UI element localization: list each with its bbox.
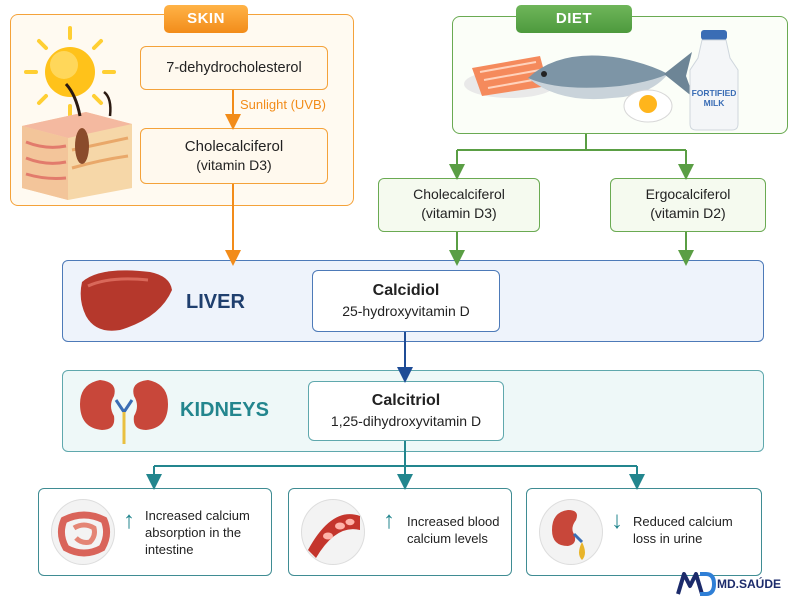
- precursor-box: 7-dehydrocholesterol: [140, 46, 328, 90]
- ergocalciferol-box: Ergocalciferol (vitamin D2): [610, 178, 766, 232]
- calcidiol-sub: 25-hydroxyvitamin D: [342, 303, 470, 319]
- ergocalciferol-name: Ergocalciferol: [645, 186, 731, 202]
- up-arrow-icon: ↑: [383, 507, 395, 534]
- diet-title: DIET: [516, 5, 632, 33]
- effect-blood-text: Increased blood calcium levels: [407, 514, 500, 546]
- up-arrow-icon: ↑: [123, 507, 135, 534]
- diet-cholecalciferol-name: Cholecalciferol: [413, 186, 505, 202]
- effect-urine-text: Reduced calcium loss in urine: [633, 514, 733, 546]
- calcitriol-name: Calcitriol: [371, 392, 441, 409]
- skin-cholecalciferol-box: Cholecalciferol (vitamin D3): [140, 128, 328, 184]
- ergocalciferol-sub: (vitamin D2): [650, 205, 726, 221]
- diet-cholecalciferol-box: Cholecalciferol (vitamin D3): [378, 178, 540, 232]
- diet-branch-line: [457, 134, 686, 151]
- effect-urine-box: ↓ Reduced calcium loss in urine: [526, 488, 762, 576]
- down-arrow-icon: ↓: [611, 507, 623, 534]
- logo-text: MD.SAÚDE: [717, 577, 782, 591]
- blood-vessel-icon: [301, 499, 365, 565]
- calcitriol-box: Calcitriol 1,25-dihydroxyvitamin D: [308, 381, 504, 441]
- md-saude-logo: MD.SAÚDE: [676, 572, 781, 600]
- skin-cholecalciferol-sub: (vitamin D3): [196, 157, 272, 173]
- precursor-label: 7-dehydrocholesterol: [166, 60, 302, 76]
- md-logo-icon: [676, 572, 717, 596]
- skin-title: SKIN: [164, 5, 248, 33]
- liver-label: LIVER: [186, 291, 245, 313]
- kidney-urine-icon: [539, 499, 603, 565]
- calcidiol-box: Calcidiol 25-hydroxyvitamin D: [312, 270, 500, 332]
- sunlight-uvb-label: Sunlight (UVB): [240, 97, 326, 112]
- skin-cholecalciferol-name: Cholecalciferol: [184, 138, 284, 155]
- effect-intestine-box: ↑ Increased calcium absorption in the in…: [38, 488, 272, 576]
- diet-cholecalciferol-sub: (vitamin D3): [421, 205, 497, 221]
- kidneys-label: KIDNEYS: [180, 399, 269, 421]
- calcitriol-sub: 1,25-dihydroxyvitamin D: [330, 413, 482, 429]
- diet-panel: [452, 16, 788, 134]
- milk-label: FORTIFIED MILK: [691, 88, 737, 108]
- effect-intestine-text: Increased calcium absorption in the inte…: [145, 508, 250, 557]
- effect-blood-box: ↑ Increased blood calcium levels: [288, 488, 512, 576]
- calcidiol-name: Calcidiol: [372, 282, 440, 299]
- intestine-icon: [51, 499, 115, 565]
